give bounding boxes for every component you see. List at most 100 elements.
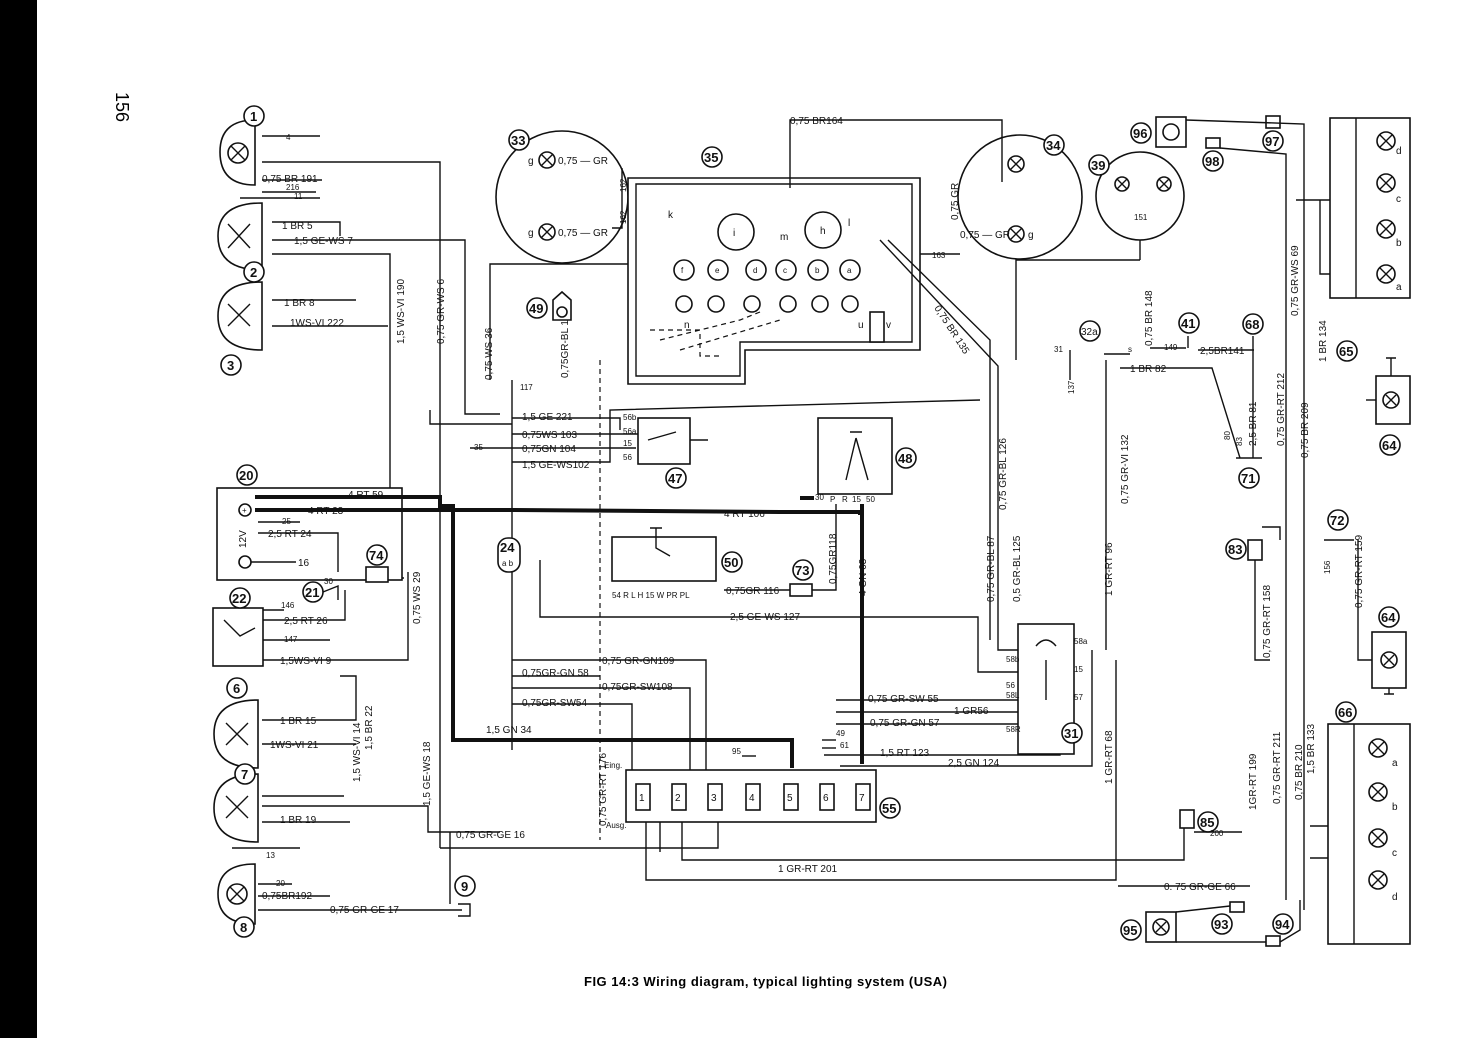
- svg-text:g: g: [528, 156, 534, 167]
- svg-text:0,75GR 116: 0,75GR 116: [726, 586, 780, 597]
- svg-text:4: 4: [749, 793, 755, 804]
- svg-text:30: 30: [815, 493, 824, 502]
- svg-text:83: 83: [1228, 542, 1242, 557]
- svg-text:h: h: [820, 226, 826, 237]
- svg-text:216: 216: [286, 183, 300, 192]
- svg-text:u: u: [858, 320, 864, 331]
- svg-text:21: 21: [305, 585, 319, 600]
- svg-text:0,75 — GR: 0,75 — GR: [558, 156, 608, 167]
- svg-text:1,5 WS-VI 14: 1,5 WS-VI 14: [352, 722, 363, 782]
- svg-text:f: f: [681, 266, 684, 275]
- svg-text:1: 1: [639, 793, 645, 804]
- svg-text:1 BR 15: 1 BR 15: [280, 716, 317, 727]
- svg-text:8: 8: [240, 920, 247, 935]
- svg-text:147: 147: [284, 635, 298, 644]
- svg-text:1: 1: [250, 109, 257, 124]
- component-55-fusebox: 55 1 2 3 4 5 6 7 Eing. Ausg.: [604, 761, 901, 830]
- svg-text:3: 3: [711, 793, 717, 804]
- svg-text:0,75 GR-WS 69: 0,75 GR-WS 69: [1290, 245, 1301, 316]
- svg-text:58R: 58R: [1006, 725, 1021, 734]
- svg-text:163: 163: [932, 251, 946, 260]
- svg-text:22: 22: [232, 591, 246, 606]
- svg-text:1GR-RT 199: 1GR-RT 199: [1248, 753, 1259, 810]
- svg-text:151: 151: [1134, 213, 1148, 222]
- svg-text:1,5 BR 22: 1,5 BR 22: [364, 705, 375, 750]
- svg-text:0,75 — GR: 0,75 — GR: [558, 228, 608, 239]
- svg-text:m: m: [780, 232, 788, 243]
- svg-text:15: 15: [852, 495, 861, 504]
- svg-text:0,75 WS 29: 0,75 WS 29: [412, 571, 423, 624]
- svg-text:1 GR-RT 68: 1 GR-RT 68: [1104, 730, 1115, 784]
- svg-text:56: 56: [623, 453, 632, 462]
- svg-text:0,75 BR 209: 0,75 BR 209: [1300, 402, 1311, 458]
- svg-text:c: c: [1392, 848, 1397, 859]
- component-97: 97: [1262, 115, 1284, 152]
- svg-text:0,75 GR-RT 159: 0,75 GR-RT 159: [1354, 535, 1365, 608]
- svg-text:l: l: [848, 218, 850, 229]
- svg-text:d: d: [753, 266, 757, 275]
- component-50-switch: 50 54 R L H 15 W PR PL: [611, 527, 743, 600]
- svg-text:0,75 BR164: 0,75 BR164: [790, 116, 843, 127]
- svg-text:41: 41: [1181, 316, 1195, 331]
- svg-text:3: 3: [227, 358, 234, 373]
- svg-text:4 RT 106: 4 RT 106: [724, 509, 765, 520]
- svg-text:39: 39: [1091, 158, 1105, 173]
- component-73: 73: [789, 559, 814, 597]
- svg-text:2: 2: [250, 265, 257, 280]
- svg-text:P: P: [830, 495, 835, 504]
- svg-text:6: 6: [233, 681, 240, 696]
- svg-text:94: 94: [1275, 917, 1290, 932]
- svg-text:0,75 BR 210: 0,75 BR 210: [1294, 744, 1305, 800]
- svg-text:b: b: [1392, 802, 1398, 813]
- svg-text:50: 50: [866, 495, 875, 504]
- svg-text:4 RT 23: 4 RT 23: [308, 506, 344, 517]
- svg-text:49: 49: [529, 301, 543, 316]
- svg-text:1,5 WS-VI 190: 1,5 WS-VI 190: [396, 279, 407, 344]
- svg-text:31: 31: [1054, 345, 1063, 354]
- svg-text:5: 5: [787, 793, 793, 804]
- svg-text:55: 55: [882, 801, 896, 816]
- svg-text:v: v: [886, 320, 891, 331]
- svg-text:95: 95: [732, 747, 741, 756]
- svg-text:6: 6: [823, 793, 829, 804]
- svg-text:2,5 RT 26: 2,5 RT 26: [284, 616, 328, 627]
- svg-text:0,75 GR-WS 6: 0,75 GR-WS 6: [436, 279, 447, 344]
- svg-text:0,75 BR 148: 0,75 BR 148: [1144, 290, 1155, 346]
- component-64-lamp-lower: 64: [1371, 606, 1407, 695]
- svg-text:0,75 — GR: 0,75 — GR: [960, 230, 1010, 241]
- svg-text:0,75 GR-RT 158: 0,75 GR-RT 158: [1262, 585, 1273, 658]
- svg-text:15: 15: [1074, 665, 1083, 674]
- svg-text:15: 15: [623, 439, 632, 448]
- svg-text:57: 57: [1074, 693, 1083, 702]
- svg-text:0,75 GR-VI 132: 0,75 GR-VI 132: [1120, 434, 1131, 504]
- svg-text:50: 50: [724, 555, 738, 570]
- svg-text:32a: 32a: [1081, 327, 1098, 338]
- svg-text:1,5WS-VI 9: 1,5WS-VI 9: [280, 656, 332, 667]
- svg-text:0,75GR-SW54: 0,75GR-SW54: [522, 698, 587, 709]
- svg-text:g: g: [1028, 230, 1034, 241]
- svg-text:1 GR56: 1 GR56: [954, 706, 989, 717]
- component-34-instrument: 34 g 0,75 — GR: [957, 134, 1083, 260]
- svg-text:49: 49: [836, 729, 845, 738]
- svg-text:146: 146: [281, 601, 295, 610]
- svg-text:s: s: [1128, 345, 1132, 354]
- svg-text:0,5 GR-BL 125: 0,5 GR-BL 125: [1012, 535, 1023, 602]
- component-20-battery: 20 + 12V 16: [216, 464, 403, 581]
- svg-text:74: 74: [369, 548, 384, 563]
- svg-text:35: 35: [704, 150, 718, 165]
- component-74: 74: [365, 544, 389, 583]
- svg-text:a b: a b: [502, 559, 514, 568]
- svg-text:0,75 GR-RT 176: 0,75 GR-RT 176: [598, 753, 609, 826]
- svg-text:58a: 58a: [1074, 637, 1088, 646]
- svg-text:0,75 GR-BL 126: 0,75 GR-BL 126: [998, 438, 1009, 510]
- svg-text:9: 9: [461, 879, 468, 894]
- svg-text:2,5 RT 24: 2,5 RT 24: [268, 529, 312, 540]
- svg-text:1 BR 19: 1 BR 19: [280, 815, 317, 826]
- svg-text:0,75 GR-RT 211: 0,75 GR-RT 211: [1272, 731, 1283, 804]
- svg-text:20: 20: [239, 468, 253, 483]
- svg-text:a: a: [847, 266, 852, 275]
- component-9: 9: [454, 875, 476, 917]
- component-65-lamp-block: 65 dc ba: [1329, 117, 1411, 362]
- svg-text:56: 56: [1006, 681, 1015, 690]
